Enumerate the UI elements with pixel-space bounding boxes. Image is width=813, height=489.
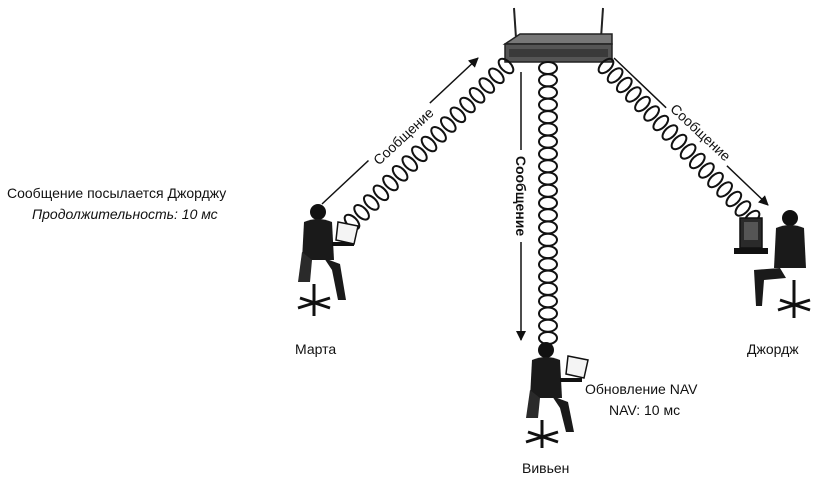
radio-wave-link: [538, 183, 558, 198]
radio-wave-link: [679, 143, 697, 160]
radio-wave-link: [538, 73, 558, 88]
radio-wave-link: [459, 96, 476, 114]
radio-wave-link: [538, 208, 558, 223]
radio-wave-link: [652, 114, 670, 132]
radio-wave-link: [439, 116, 457, 133]
radio-wave-link: [538, 122, 558, 137]
user-workstation-icon: [525, 342, 589, 448]
radio-wave-link: [538, 306, 558, 321]
radio-wave-link: [661, 124, 679, 141]
radio-wave-link: [538, 257, 558, 272]
radio-wave-link: [688, 152, 706, 170]
radio-wave-link: [449, 106, 467, 124]
sender-note-line1: Сообщение посылается Джорджу: [7, 185, 227, 201]
radio-wave-link: [538, 146, 558, 161]
radio-wave-link: [538, 97, 558, 112]
radio-wave-link: [698, 162, 715, 179]
radio-wave-link: [538, 318, 558, 333]
radio-wave-link: [538, 196, 558, 210]
radio-wave-link: [420, 135, 438, 153]
radio-wave-link: [538, 171, 558, 186]
radio-wave-link: [372, 184, 390, 202]
radio-wave-link: [538, 269, 558, 284]
radio-wave-link: [382, 174, 399, 192]
radio-wave-icon: [343, 57, 761, 345]
user-workstation-icon: [297, 204, 359, 316]
station-label-george: Джордж: [747, 341, 799, 357]
radio-wave-link: [538, 281, 558, 296]
station-label-marta: Марта: [295, 341, 337, 357]
radio-wave-link: [625, 86, 642, 103]
radio-wave-link: [488, 67, 505, 85]
radio-wave-link: [538, 331, 558, 345]
radio-wave-link: [538, 110, 558, 125]
access-point-icon: [502, 7, 613, 63]
radio-wave-link: [538, 61, 558, 75]
radio-wave-link: [538, 134, 558, 149]
radio-wave-link: [538, 85, 558, 100]
arrow-label-to-vivien: Сообщение: [513, 156, 529, 237]
station-label-vivien: Вивьен: [522, 460, 570, 476]
radio-wave-link: [478, 77, 496, 94]
radio-wave-link: [643, 105, 660, 122]
radio-wave-link: [615, 76, 633, 94]
radio-wave-link: [538, 245, 558, 260]
radio-wave-link: [716, 181, 733, 198]
radio-wave-link: [538, 159, 558, 174]
sender-note-line2: Продолжительность: 10 мс: [32, 206, 218, 222]
radio-wave-link: [725, 190, 743, 208]
radio-wave-link: [670, 133, 688, 151]
radio-wave-link: [411, 145, 428, 163]
nav-note-line2: NAV: 10 мс: [609, 402, 681, 418]
radio-wave-link: [391, 165, 409, 182]
radio-wave-link: [497, 57, 515, 75]
radio-wave-link: [597, 57, 615, 75]
radio-wave-link: [362, 194, 380, 211]
nav-note-line1: Обновление NAV: [585, 381, 698, 397]
radio-wave-link: [468, 87, 486, 104]
radio-wave-link: [538, 232, 558, 247]
radio-wave-link: [707, 171, 724, 189]
radio-wave-link: [538, 294, 558, 309]
radio-wave-link: [606, 67, 624, 84]
user-workstation-icon: [734, 210, 811, 318]
radio-wave-link: [634, 95, 651, 113]
radio-wave-link: [538, 220, 558, 235]
radio-wave-link: [353, 204, 370, 221]
radio-wave-link: [430, 126, 447, 143]
radio-wave-link: [401, 155, 419, 172]
radio-wave-link: [734, 200, 752, 217]
